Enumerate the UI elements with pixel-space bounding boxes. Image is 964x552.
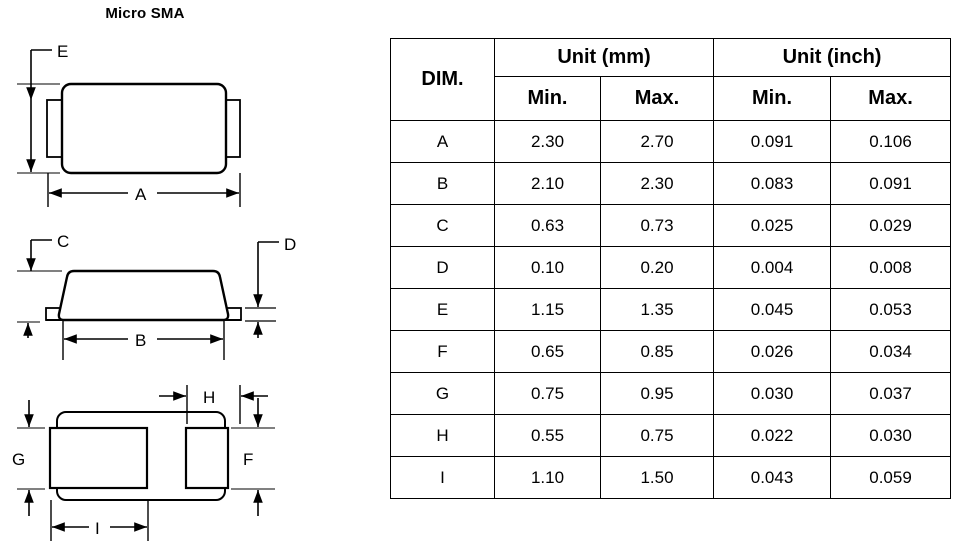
top-view-drawing: E A xyxy=(17,42,241,207)
cell-dim: H xyxy=(390,414,495,457)
header-inch-max: Max. xyxy=(830,76,952,121)
cell-mm_min: 2.10 xyxy=(494,162,601,205)
dimension-label-C: C xyxy=(57,232,69,251)
page-title: Micro SMA xyxy=(105,5,185,22)
header-inch-min: Min. xyxy=(713,76,832,121)
cell-mm_max: 2.70 xyxy=(599,120,715,163)
cell-dim: I xyxy=(390,456,495,499)
cell-inch_max: 0.034 xyxy=(830,330,952,373)
cell-inch_min: 0.025 xyxy=(713,204,832,247)
cell-inch_max: 0.091 xyxy=(830,162,952,205)
cell-inch_min: 0.022 xyxy=(713,414,832,457)
cell-mm_min: 1.15 xyxy=(494,288,601,331)
cell-mm_max: 1.35 xyxy=(599,288,715,331)
cell-mm_min: 1.10 xyxy=(494,456,601,499)
cell-mm_max: 0.75 xyxy=(599,414,715,457)
dimension-label-H: H xyxy=(203,388,215,407)
cell-mm_min: 0.75 xyxy=(494,372,601,415)
side-view-body xyxy=(57,269,230,322)
cell-mm_min: 0.65 xyxy=(494,330,601,373)
table-header-row-minmax: Min. Max. Min. Max. xyxy=(391,76,952,121)
cell-mm_max: 2.30 xyxy=(599,162,715,205)
header-mm-min: Min. xyxy=(494,76,601,121)
package-drawings-panel: Micro SMA xyxy=(0,0,380,552)
cell-mm_max: 0.85 xyxy=(599,330,715,373)
cell-mm_min: 0.10 xyxy=(494,246,601,289)
bottom-view-small-pad xyxy=(184,426,230,490)
dimension-label-I: I xyxy=(95,519,100,538)
dimension-table: DIM. Unit (mm) Unit (inch) Min. Max. Min… xyxy=(390,38,952,499)
dimension-label-D: D xyxy=(284,235,296,254)
top-view-body xyxy=(60,82,228,175)
cell-inch_min: 0.045 xyxy=(713,288,832,331)
header-unit-inch: Unit (inch) xyxy=(713,38,952,77)
table-header: DIM. Unit (mm) Unit (inch) Min. Max. Min… xyxy=(390,38,952,121)
cell-dim: A xyxy=(390,120,495,163)
cell-inch_max: 0.059 xyxy=(830,456,952,499)
cell-mm_min: 0.55 xyxy=(494,414,601,457)
cell-mm_max: 0.20 xyxy=(599,246,715,289)
cell-mm_min: 2.30 xyxy=(494,120,601,163)
cell-dim: C xyxy=(390,204,495,247)
cell-inch_min: 0.004 xyxy=(713,246,832,289)
dimension-label-G: G xyxy=(12,450,25,469)
cell-inch_min: 0.091 xyxy=(713,120,832,163)
bottom-view-drawing: G F H I xyxy=(12,385,275,541)
cell-inch_max: 0.030 xyxy=(830,414,952,457)
cell-inch_min: 0.043 xyxy=(713,456,832,499)
dimension-label-B: B xyxy=(135,331,146,350)
dimension-label-E: E xyxy=(57,42,68,61)
cell-inch_max: 0.037 xyxy=(830,372,952,415)
cell-dim: D xyxy=(390,246,495,289)
cell-inch_min: 0.083 xyxy=(713,162,832,205)
package-outline-drawings: E A C xyxy=(12,42,296,541)
cell-mm_max: 0.73 xyxy=(599,204,715,247)
cell-inch_min: 0.030 xyxy=(713,372,832,415)
cell-dim: E xyxy=(390,288,495,331)
cell-inch_min: 0.026 xyxy=(713,330,832,373)
header-unit-mm: Unit (mm) xyxy=(493,38,715,77)
dimension-label-A: A xyxy=(135,185,147,204)
cell-mm_max: 1.50 xyxy=(599,456,715,499)
cell-dim: G xyxy=(390,372,495,415)
cell-inch_max: 0.029 xyxy=(830,204,952,247)
cell-dim: B xyxy=(390,162,495,205)
side-view-drawing: C B D xyxy=(17,232,296,360)
cell-mm_min: 0.63 xyxy=(494,204,601,247)
dimension-table-container: DIM. Unit (mm) Unit (inch) Min. Max. Min… xyxy=(390,38,952,499)
header-mm-max: Max. xyxy=(599,76,715,121)
cell-inch_max: 0.106 xyxy=(830,120,952,163)
table-header-row-units: DIM. Unit (mm) Unit (inch) xyxy=(390,38,952,121)
cell-dim: F xyxy=(390,330,495,373)
header-dim: DIM. xyxy=(390,38,495,121)
cell-inch_max: 0.008 xyxy=(830,246,952,289)
cell-inch_max: 0.053 xyxy=(830,288,952,331)
cell-mm_max: 0.95 xyxy=(599,372,715,415)
bottom-view-large-pad xyxy=(48,426,149,490)
dimension-label-F: F xyxy=(243,450,253,469)
